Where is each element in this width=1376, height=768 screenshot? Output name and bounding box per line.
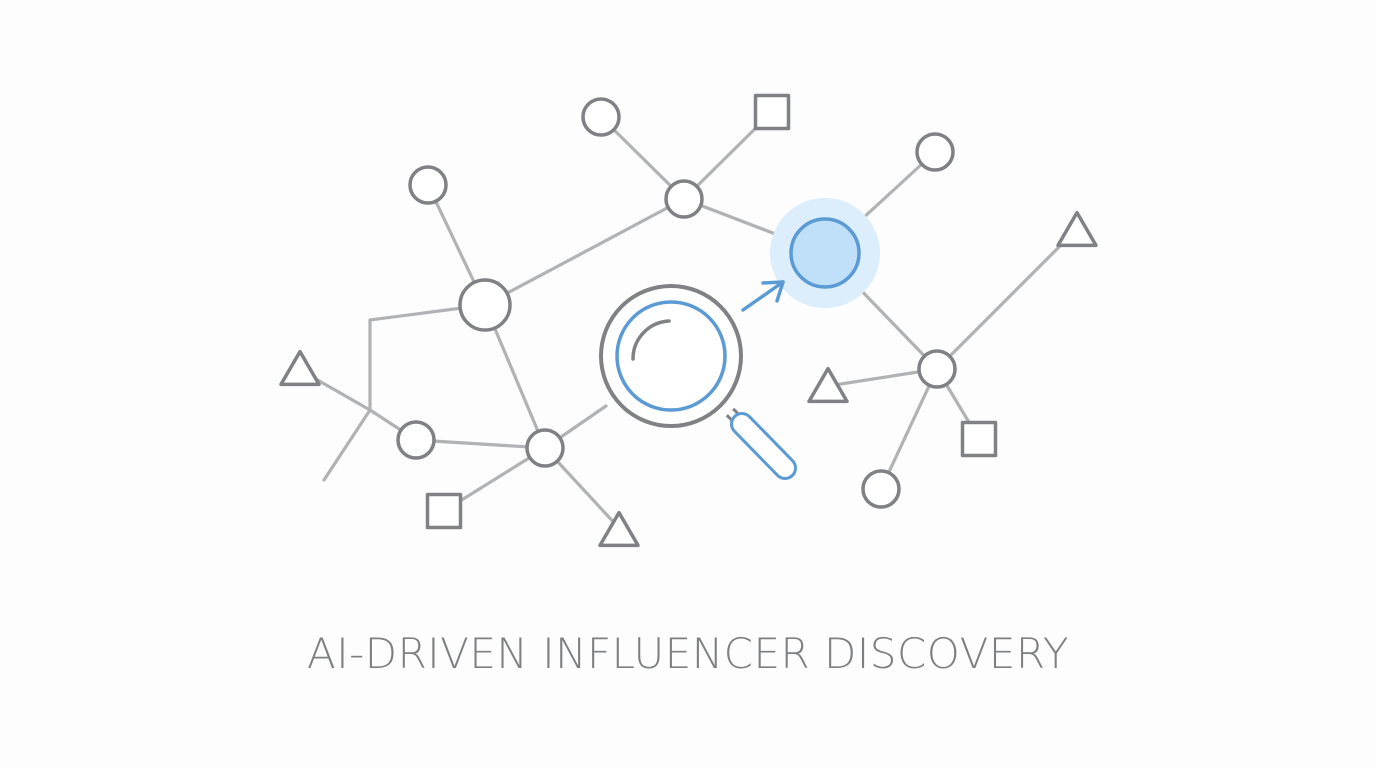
bottom-hub-circle-node: [525, 428, 565, 468]
magnifier-glare-arc: [631, 319, 671, 361]
edge-line: [483, 197, 686, 307]
edge-line: [935, 227, 1079, 371]
highlighted-influencer-node: [770, 198, 880, 308]
arrow-head: [761, 280, 785, 303]
right-mid-triangle-triangle-node: [807, 366, 849, 404]
mid-left-circle-circle-node: [396, 420, 436, 460]
right-bottom-circle-circle-node: [861, 469, 901, 509]
top-hub-circle-node: [664, 179, 704, 219]
magnifying-glass-icon: [599, 284, 797, 480]
right-square-square-node: [960, 420, 998, 458]
edge-line: [879, 367, 939, 491]
bottom-triangle-triangle-node: [598, 510, 640, 548]
edge-line: [414, 438, 547, 450]
hub-left-circle-node: [458, 278, 512, 332]
diagram-title: AI-DRIVEN INFLUENCER DISCOVERY: [306, 629, 1070, 678]
top-square-square-node: [753, 93, 791, 131]
influencer-node-circle: [789, 217, 861, 289]
top-circle-circle-node: [581, 97, 621, 137]
network-nodes: [279, 93, 1098, 548]
right-triangle-triangle-node: [1056, 210, 1098, 248]
magnifier-lens: [615, 300, 727, 412]
top-left-circle-circle-node: [408, 165, 448, 205]
right-top-circle-circle-node: [915, 132, 955, 172]
bottom-square-square-node: [425, 492, 463, 530]
right-hub-circle-node: [917, 349, 957, 389]
arrow-icon: [741, 280, 785, 312]
edge-line: [322, 408, 372, 482]
arrow-shaft: [741, 280, 785, 312]
magnifier-handle-fill: [733, 415, 794, 477]
left-triangle-triangle-node: [279, 349, 321, 387]
